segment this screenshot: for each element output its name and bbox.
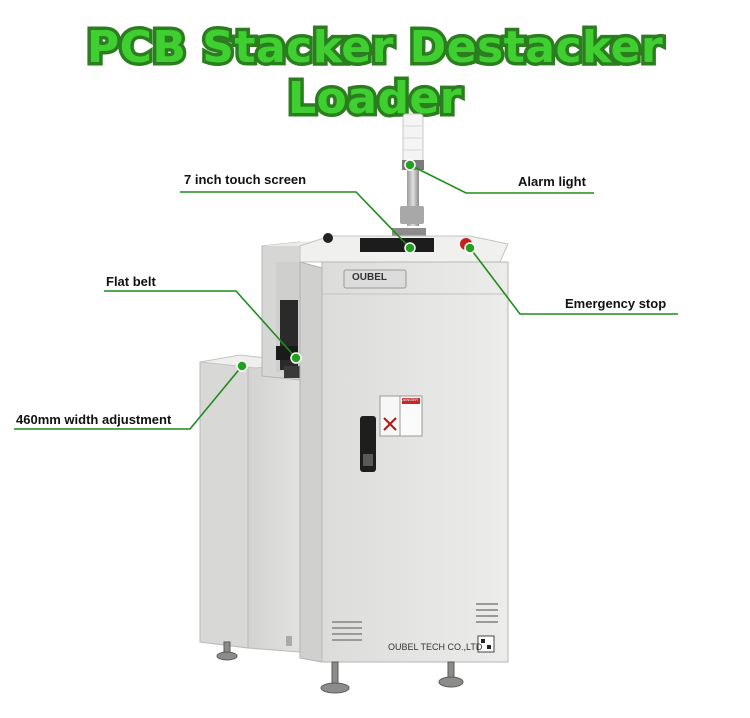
callout-touch-screen: 7 inch touch screen xyxy=(184,172,307,187)
alarm-light-tower xyxy=(392,113,426,238)
leveling-feet xyxy=(216,641,464,694)
callout-leaders xyxy=(14,164,678,430)
callout-alarm-light: Alarm light xyxy=(518,174,586,189)
logo-plate-text: OUBEL xyxy=(352,272,387,283)
callout-flat-belt: Flat belt xyxy=(106,274,156,289)
main-cabinet xyxy=(299,233,509,663)
callout-width-adjustment: 460mm width adjustment xyxy=(16,412,172,427)
callout-dots xyxy=(236,159,476,372)
warning-label-text: DANGER xyxy=(401,397,419,402)
callout-emergency-stop: Emergency stop xyxy=(565,296,667,311)
page-title: PCB Stacker Destacker Loader xyxy=(86,22,664,124)
touch-screen xyxy=(360,238,434,252)
lower-side-section xyxy=(199,354,301,653)
company-name-text: OUBEL TECH CO.,LTD xyxy=(388,642,483,652)
page-title-shadow: PCB Stacker Destacker Loader xyxy=(83,19,666,128)
